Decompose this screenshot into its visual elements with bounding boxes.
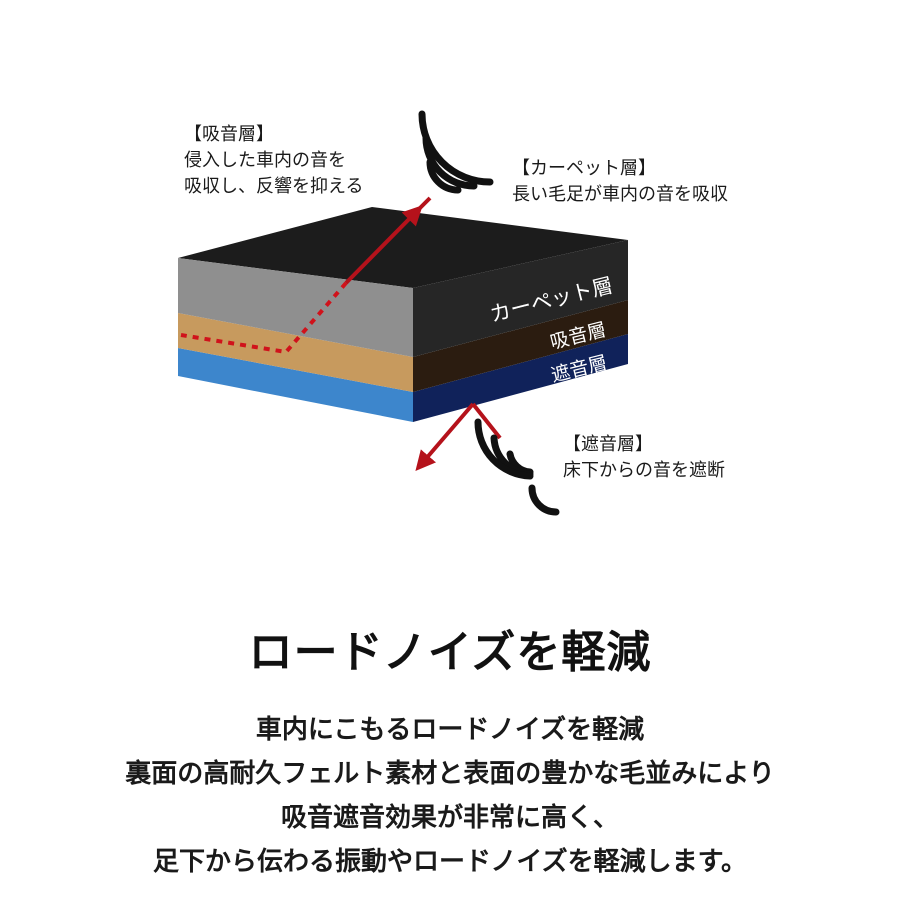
insulation-annotation-line-1: 床下からの音を遮断: [563, 460, 725, 481]
carpet-layer-front: [178, 258, 413, 357]
body-line-3: 吸音遮音効果が非常に高く、: [280, 803, 619, 833]
carpet-annotation-line-1: 長い毛足が車内の音を吸収: [512, 184, 728, 205]
carpet-layer-annotation: 【カーペット層】 長い毛足が車内の音を吸収: [512, 156, 728, 208]
carpet-annotation-title: 【カーペット層】: [512, 158, 656, 179]
body-line-1: 車内にこもるロードノイズを軽減: [255, 715, 645, 745]
insulation-layer-front: [178, 348, 413, 422]
insulation-annotation-title: 【遮音層】: [563, 434, 653, 455]
sound-waves-icon: [474, 418, 560, 516]
absorb-layer-front: [178, 313, 413, 392]
absorb-annotation-line-1: 侵入した車内の音を: [184, 150, 346, 171]
absorb-layer-side: [413, 300, 628, 392]
absorb-annotation-title: 【吸音層】: [184, 124, 274, 145]
sound-waves-icon: [418, 110, 494, 194]
absorb-layer-annotation: 【吸音層】 侵入した車内の音を 吸収し、反響を抑える: [184, 122, 363, 200]
incoming-sound-arrow: [344, 205, 423, 285]
absorb-annotation-line-2: 吸収し、反響を抑える: [184, 176, 364, 197]
layered-mat-diagram: カーペット層 吸音層 遮音層: [178, 110, 628, 516]
blocked-sound-arrow-head-line: [415, 402, 475, 472]
blocked-sound-arrow: [471, 402, 502, 440]
incoming-sound-arrow-stem: [418, 196, 432, 210]
insulation-layer-side: [413, 334, 628, 422]
insulation-layer-annotation: 【遮音層】 床下からの音を遮断: [563, 432, 725, 484]
headline: ロードノイズを軽減: [248, 627, 652, 678]
body-line-4: 足下から伝わる振動やロードノイズを軽減します。: [152, 847, 748, 877]
carpet-layer-top: [178, 207, 628, 288]
body-line-2: 裏面の高耐久フェルト素材と表面の豊かな毛並みにより: [125, 759, 775, 789]
carpet-layer-side: [413, 240, 628, 357]
body-text: 車内にこもるロードノイズを軽減 裏面の高耐久フェルト素材と表面の豊かな毛並みによ…: [0, 708, 900, 884]
